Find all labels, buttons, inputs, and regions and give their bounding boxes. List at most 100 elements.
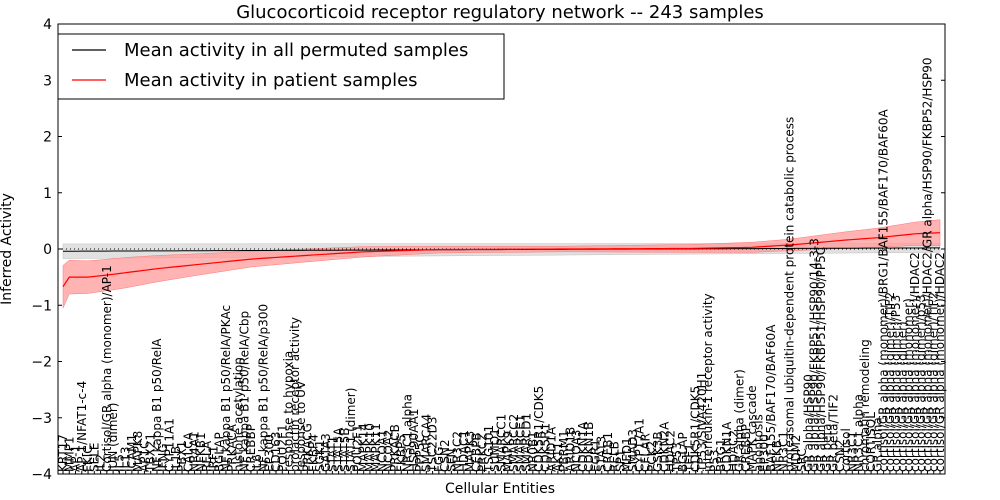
x-tick-label: TSG101 xyxy=(482,425,496,473)
y-tick-label: 3 xyxy=(43,73,52,89)
x-tick-label: BGLAP xyxy=(676,432,690,472)
x-tick-label: CREBBP xyxy=(244,424,258,472)
y-tick-label: −3 xyxy=(31,411,52,427)
x-tick-label: interleukin-1 receptor activity xyxy=(701,293,715,472)
x-tick-label: NR3C1 alpha xyxy=(852,394,866,472)
x-tick-label: TP53/SIVA420H1 xyxy=(695,372,709,473)
x-tick-label: NFKB xyxy=(770,440,784,472)
x-tick-label: ARID1A xyxy=(545,426,559,472)
x-tick-label: cortisol/GR alpha (dimer) xyxy=(895,321,909,472)
x-tick-label: NR4A1 xyxy=(188,431,202,472)
x-tick-label: CDK5R1/CDK5 xyxy=(532,386,546,472)
y-tick-label: 0 xyxy=(43,242,52,258)
x-tick-label: MAPK11 xyxy=(369,423,383,472)
x-tick-label: NR3C1 xyxy=(776,431,790,472)
x-tick-label: GR alpha (dimer) xyxy=(733,369,747,472)
x-tick-label: NF kappa B1 p50/RelA/p300 xyxy=(256,304,270,472)
x-tick-label: BGLAP xyxy=(213,432,227,472)
x-tick-label: KRT17 xyxy=(56,434,70,472)
x-tick-label: CEBPB xyxy=(469,432,483,472)
y-tick-label: −4 xyxy=(31,467,52,483)
x-tick-label: AKT1 xyxy=(551,442,565,472)
x-tick-label: IL2 xyxy=(94,454,108,472)
x-tick-label: SFN xyxy=(444,449,458,473)
x-tick-label: GR alpha/HSP90 xyxy=(801,374,815,472)
x-tick-label: NF kappa B1 p50/RelA/PKAc xyxy=(219,305,233,472)
x-tick-label: CYP11A1 xyxy=(162,418,176,472)
x-tick-label: histone acetylation xyxy=(231,357,245,472)
x-tick-label: NFKB1 xyxy=(194,432,208,472)
patient-band xyxy=(62,219,941,309)
x-tick-label: NR3C2 xyxy=(451,431,465,472)
x-tick-label: GATA3 xyxy=(319,433,333,472)
x-tick-label: FGG xyxy=(432,447,446,473)
x-tick-label: EGR1 xyxy=(588,439,602,472)
x-tick-label: cortisol xyxy=(839,428,853,472)
x-tick-label: chromatin remodeling xyxy=(858,339,872,472)
x-tick-label: MAPK3 xyxy=(463,431,477,472)
y-tick-label: 2 xyxy=(43,130,52,146)
x-tick-label: FKBP5 xyxy=(394,434,408,472)
x-tick-label: SUMO1 xyxy=(488,428,502,472)
x-tick-label: apoptosis xyxy=(751,414,765,472)
x-tick-label: HSP90AA1 xyxy=(407,408,421,472)
x-tick-label: CSN2 xyxy=(833,439,847,472)
y-tick-label: −2 xyxy=(31,355,52,371)
x-tick-label: BAF155/BAF170/BAF60A xyxy=(764,324,778,472)
x-tick-label: cortisol/GR alpha (monomer)/HDAC2 xyxy=(908,252,922,472)
x-tick-label: SMARCA4 xyxy=(419,414,433,472)
x-tick-label: NR3C1 alpha xyxy=(401,394,415,472)
x-tick-label: GSK3B xyxy=(651,431,665,472)
x-tick-label: RELB xyxy=(607,441,621,472)
x-tick-label: HDAC2 xyxy=(664,430,678,472)
x-tick-label: Cortisol/GR alpha (monomer)/AP-1 xyxy=(100,265,114,472)
legend-label: Mean activity in patient samples xyxy=(124,70,418,91)
x-tick-label: MAPK cascade xyxy=(745,385,759,472)
x-tick-label: cortisol/GR alpha (dimer)/TIF2 xyxy=(883,292,897,472)
x-tick-label: CALCA xyxy=(181,431,195,472)
x-tick-label: CREBBP xyxy=(739,424,753,472)
x-tick-label: POU2F1 xyxy=(350,424,364,472)
x-tick-label: HDAC1 xyxy=(457,430,471,472)
y-tick-label: 4 xyxy=(43,17,52,33)
legend-box xyxy=(57,33,505,100)
x-tick-label: IL6 xyxy=(250,454,264,472)
legend: Mean activity in all permuted samplesMea… xyxy=(57,33,505,100)
x-tick-label: SP1 xyxy=(614,450,628,473)
x-tick-label: AP1C xyxy=(137,441,151,472)
x-tick-label: CDKN1B xyxy=(582,422,596,472)
x-tick-label: cortisol/GR alpha (monomer)/BRG1/BAF155/… xyxy=(877,108,891,472)
x-tick-label: CREB1 xyxy=(601,432,615,472)
x-tick-label: MDM2 xyxy=(789,434,803,472)
x-tick-label: SRC xyxy=(795,448,809,472)
x-tick-label: STAT1 (dimer) xyxy=(344,388,358,472)
x-tick-label: PBX1 xyxy=(175,441,189,472)
x-tick-label: SMARCE1 xyxy=(513,414,527,472)
x-tick-label: NR0B1 xyxy=(526,431,540,472)
x-tick-label: SGK1 xyxy=(313,440,327,472)
x-tick-label: EP300 xyxy=(758,434,772,472)
x-tick-label: HDAC2 xyxy=(726,430,740,472)
x-tick-label: CDKN1A xyxy=(720,421,734,472)
plot-area: −4−3−2−101234KRT17MMP1AP-1AP-1/NFAT1-c-4… xyxy=(31,17,947,483)
x-tick-label: TFF1 xyxy=(682,443,696,473)
x-tick-label: NCOA3 xyxy=(570,430,584,472)
x-tick-label: IFNG xyxy=(156,443,170,472)
x-tick-label: cortisol/GR alpha (monomer)/HDAC2 xyxy=(933,252,947,472)
x-tick-label: MAPK8 xyxy=(131,431,145,472)
x-tick-label: cortisol/GR alpha (monomer)/HDAC2/GR alp… xyxy=(920,57,934,472)
x-tick-label: PRKACA xyxy=(225,423,239,472)
x-tick-label: GR beta/TIF2 xyxy=(827,394,841,472)
x-tick-label: proteasomal ubiquitin-dependent protein … xyxy=(783,117,797,472)
x-tick-label: ICAM1 xyxy=(125,434,139,472)
x-tick-label: PRKACG xyxy=(300,423,314,472)
x-tick-label: BRG1 xyxy=(714,438,728,472)
x-tick-label: PPP5C xyxy=(413,434,427,472)
x-tick-label: SMARCC2 xyxy=(507,414,521,472)
x-tick-label: SMAD3 xyxy=(626,429,640,472)
x-tick-label: GR alpha xyxy=(870,417,884,472)
x-tick-label: P53 xyxy=(707,449,721,472)
legend-label: Mean activity in all permuted samples xyxy=(124,40,468,61)
x-tick-label: FKBP4 xyxy=(307,434,321,472)
